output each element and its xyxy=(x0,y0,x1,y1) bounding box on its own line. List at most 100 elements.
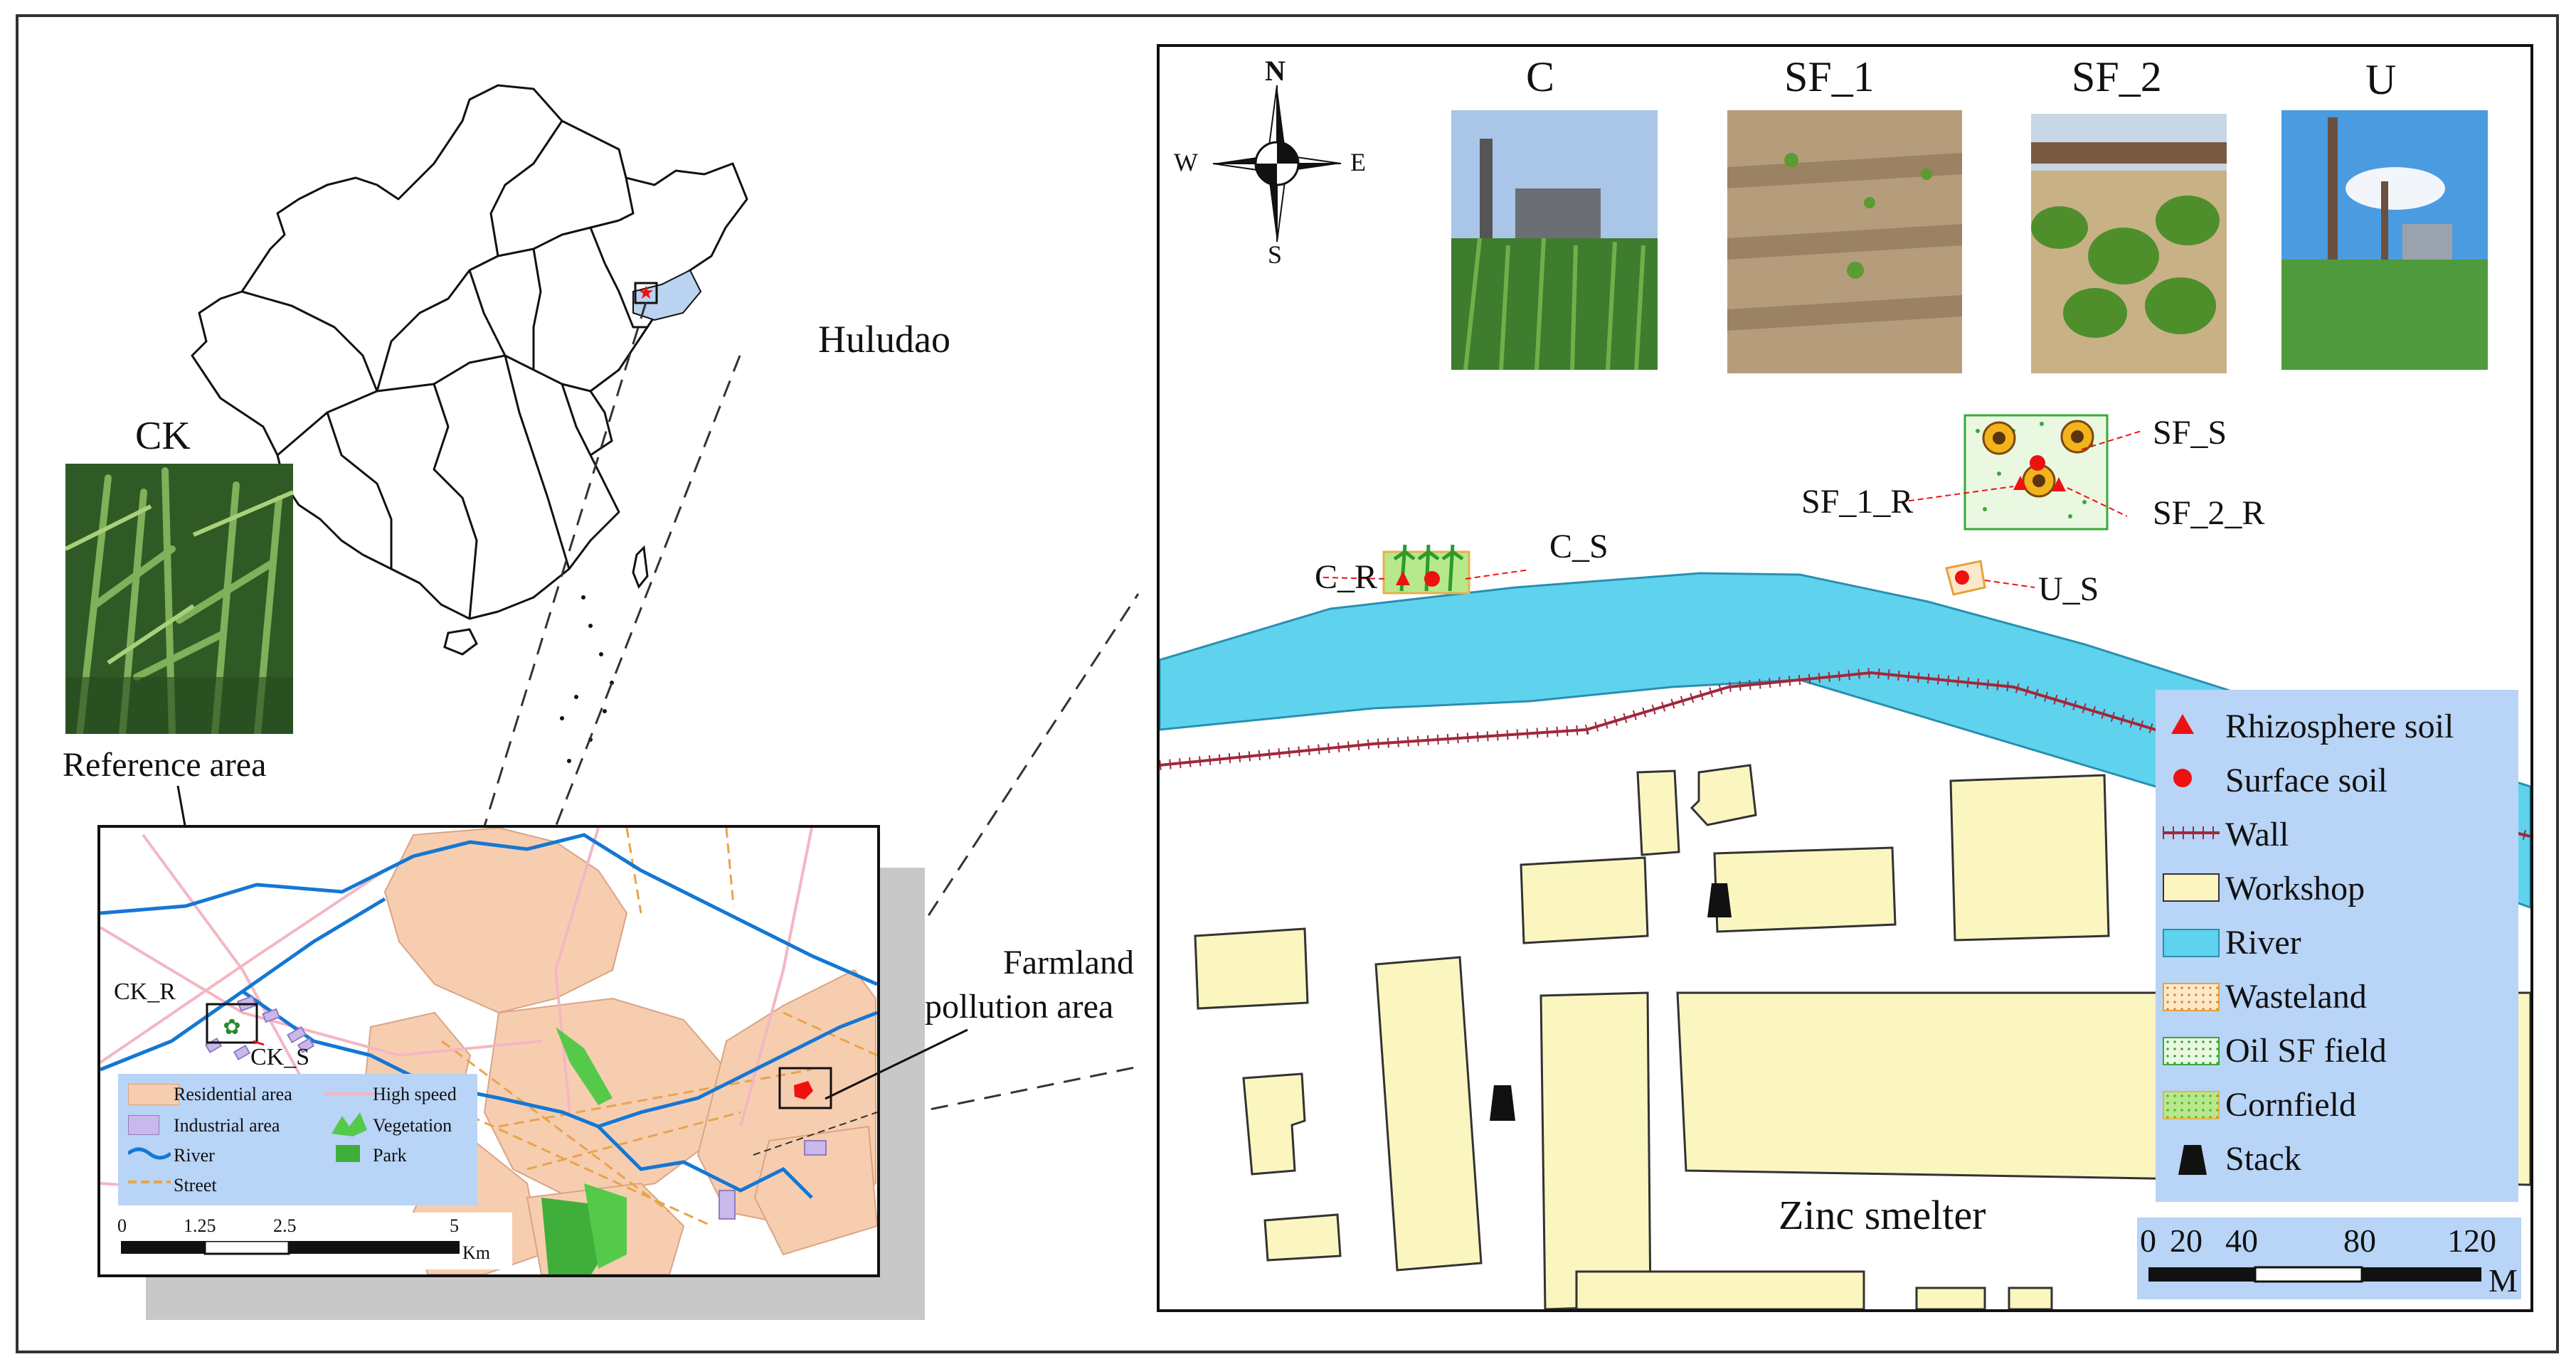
hainan-island xyxy=(443,628,478,656)
triangle-icon xyxy=(2052,477,2066,491)
label-c-r: C_R xyxy=(1315,558,1378,596)
province-line xyxy=(433,383,478,619)
triangle-icon xyxy=(2171,714,2194,734)
photo-sf2 xyxy=(2031,114,2227,373)
street-icon xyxy=(128,1181,171,1183)
city-river xyxy=(100,833,877,986)
huludao-label: Huludao xyxy=(818,318,950,361)
city-scale-tick: 0 xyxy=(117,1215,127,1236)
city-legend-label: Vegetation xyxy=(373,1115,452,1136)
dot-icon xyxy=(2173,769,2192,787)
photo-title-c: C xyxy=(1526,53,1555,100)
workshop-icon xyxy=(2163,873,2220,902)
site-legend: Rhizosphere soil Surface soil Wall Works… xyxy=(2156,690,2518,1202)
liaoning-highlight xyxy=(632,269,702,321)
ck-s-label: CK_S xyxy=(250,1044,310,1070)
river-icon xyxy=(128,1147,171,1160)
stack-icon xyxy=(1490,1085,1515,1121)
site-legend-label: Rhizosphere soil xyxy=(2225,708,2454,745)
site-scale-tick: 20 xyxy=(2170,1222,2203,1259)
city-legend-label: High speed xyxy=(373,1084,457,1104)
taiwan-island xyxy=(632,545,649,589)
compass-n: N xyxy=(1265,55,1286,87)
province-line xyxy=(561,383,592,456)
site-legend-label: Wasteland xyxy=(2225,978,2367,1016)
photo-sf1 xyxy=(1727,110,1962,373)
site-legend-label: Cornfield xyxy=(2225,1086,2356,1124)
label-sf-1-r: SF_1_R xyxy=(1801,483,1914,521)
city-legend-label: Residential area xyxy=(174,1084,292,1104)
city-scale-tick: 1.25 xyxy=(184,1215,216,1236)
city-scale-bar: 0 1.25 2.5 5 Km xyxy=(114,1213,512,1269)
triangle-icon xyxy=(2013,476,2028,490)
river-icon xyxy=(2163,929,2220,957)
industrial-icon xyxy=(128,1115,159,1135)
compass-w: W xyxy=(1174,148,1198,176)
label-u-s: U_S xyxy=(2038,570,2099,608)
ck-photo-title: CK xyxy=(135,414,191,458)
city-legend-label: Industrial area xyxy=(174,1115,280,1136)
compass-icon xyxy=(1212,85,1342,243)
site-legend-label: River xyxy=(2225,924,2301,962)
province-line xyxy=(376,219,620,392)
site-scale-bar: 0 20 40 80 120 M xyxy=(2137,1218,2521,1299)
compass-e: E xyxy=(1350,148,1366,176)
figure-frame xyxy=(16,14,2559,1353)
cornfield-icon xyxy=(2163,1091,2220,1119)
province-line xyxy=(504,355,571,570)
farmland-callout-line2: pollution area xyxy=(925,988,1114,1026)
province-line xyxy=(618,177,635,222)
label-sf-2-r: SF_2_R xyxy=(2153,494,2265,532)
photo-title-u: U xyxy=(2365,56,2397,103)
highspeed-icon xyxy=(324,1092,374,1095)
site-legend-label: Workshop xyxy=(2225,870,2365,907)
site-scale-graphic xyxy=(2148,1266,2481,1283)
city-legend-label: Park xyxy=(373,1145,407,1166)
site-legend-label: Wall xyxy=(2225,816,2289,853)
site-legend-label: Surface soil xyxy=(2225,762,2387,799)
farmland-callout-line1: Farmland xyxy=(1003,944,1134,981)
label-c-s: C_S xyxy=(1549,528,1608,565)
province-line xyxy=(277,354,591,457)
oil-sf-field-icon xyxy=(2163,1037,2220,1065)
city-scale-graphic xyxy=(121,1241,460,1255)
city-legend-item xyxy=(128,1084,179,1105)
ck-r-label: CK_R xyxy=(114,979,176,1005)
province-line xyxy=(589,227,647,329)
dot-icon xyxy=(1424,571,1440,587)
site-scale-tick: 0 xyxy=(2140,1222,2156,1259)
photo-u xyxy=(2281,110,2488,370)
site-legend-label: Stack xyxy=(2225,1140,2301,1178)
province-line xyxy=(241,290,378,392)
label-sf-s: SF_S xyxy=(2153,414,2227,452)
park-icon xyxy=(336,1145,360,1162)
wall-icon xyxy=(2163,826,2220,839)
china-outline xyxy=(191,84,748,620)
huludao-star-icon: ★ xyxy=(637,282,654,303)
province-line xyxy=(326,412,393,569)
province-line xyxy=(532,248,542,370)
city-scale-tick: 5 xyxy=(450,1215,459,1236)
city-map: ✿ xyxy=(97,825,880,1277)
ck-photo xyxy=(65,464,293,734)
site-scale-unit: M xyxy=(2488,1262,2518,1299)
province-line xyxy=(489,120,563,257)
reference-area-caption: Reference area xyxy=(63,746,267,784)
city-legend-label: Street xyxy=(174,1175,217,1195)
wasteland-icon xyxy=(2163,983,2220,1011)
vegetation-icon xyxy=(332,1112,367,1136)
svg-text:✿: ✿ xyxy=(223,1016,240,1039)
site-legend-label: Oil SF field xyxy=(2225,1032,2387,1070)
photo-title-sf2: SF_2 xyxy=(2072,53,2162,100)
zinc-smelter-label: Zinc smelter xyxy=(1779,1192,1986,1238)
city-scale-tick: 2.5 xyxy=(273,1215,297,1236)
compass-s: S xyxy=(1268,240,1283,269)
site-scale-tick: 40 xyxy=(2225,1222,2258,1259)
city-legend: Residential area High speed Industrial a… xyxy=(118,1074,477,1205)
china-map: ★ xyxy=(191,84,748,763)
triangle-icon xyxy=(1396,571,1410,585)
photo-c xyxy=(1451,110,1658,370)
dot-icon xyxy=(1955,570,1969,585)
site-scale-tick: 120 xyxy=(2447,1222,2496,1259)
